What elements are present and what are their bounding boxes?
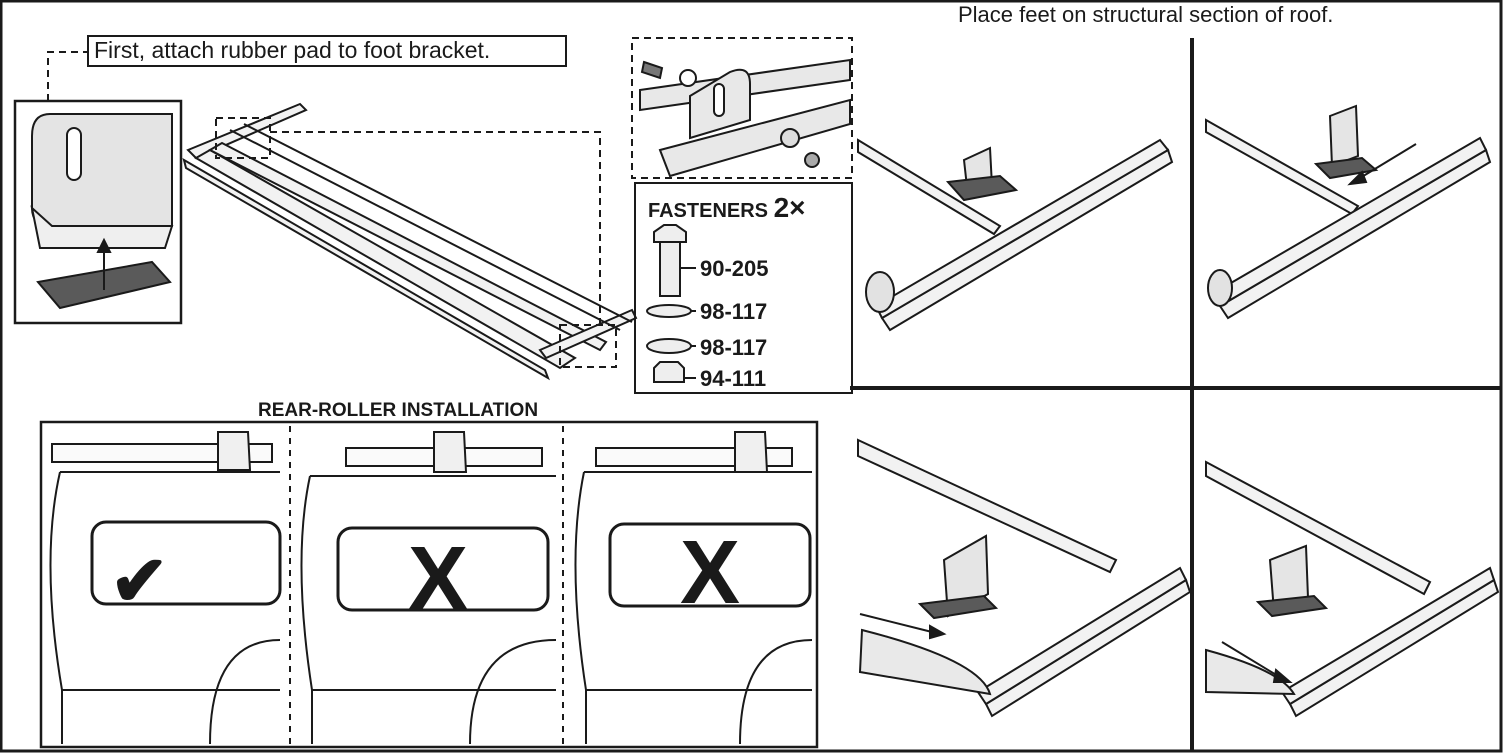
attach-leader-line xyxy=(47,51,88,101)
option-mark-wrong-2: X xyxy=(680,523,741,623)
foot-bracket-base xyxy=(30,205,174,249)
detail-zoom-art xyxy=(639,58,851,178)
detail-leader-line xyxy=(270,131,601,325)
detail-callout-bottom xyxy=(559,324,617,368)
foot-bracket-slot xyxy=(66,127,82,181)
rear-roller-frame xyxy=(39,420,819,749)
bolt-icon xyxy=(653,224,687,297)
roof-rack-frame xyxy=(182,102,638,381)
detail-zoom-frame xyxy=(631,37,853,179)
top-caption: Place feet on structural section of roof… xyxy=(958,2,1334,27)
quadrant-2-assembly xyxy=(1205,104,1492,320)
fasteners-box xyxy=(634,182,853,394)
attach-pad-caption: First, attach rubber pad to foot bracket… xyxy=(94,37,491,63)
fasteners-heading: FASTENERS 2× xyxy=(648,192,806,224)
option-mark-correct: ✔ xyxy=(110,542,169,620)
washer-icon-2 xyxy=(646,338,692,354)
washer-icon-1 xyxy=(646,304,692,318)
part-number-washer-1: 98-117 xyxy=(700,299,768,324)
quadrant-1-assembly xyxy=(857,138,1174,332)
attach-caption-box xyxy=(87,35,567,67)
nut-icon xyxy=(653,361,685,383)
van-option-2 xyxy=(300,431,557,745)
fasteners-title: FASTENERS xyxy=(648,200,769,222)
quadrant-4-assembly xyxy=(1205,460,1500,718)
part-number-washer-2: 98-117 xyxy=(700,335,768,360)
part-number-nut: 94-111 xyxy=(700,366,767,391)
foot-bracket-upright xyxy=(31,113,173,227)
fasteners-multiplier: 2× xyxy=(773,192,806,223)
van-option-3 xyxy=(574,431,813,745)
detail-callout-top xyxy=(215,117,271,159)
quadrant-3-assembly xyxy=(857,438,1192,718)
van-option-1 xyxy=(49,431,282,745)
rear-roller-title: REAR-ROLLER INSTALLATION xyxy=(258,400,539,421)
part-number-bolt: 90-205 xyxy=(700,256,769,281)
up-arrow-head xyxy=(96,237,112,253)
rubber-pad-inset-frame xyxy=(13,99,183,325)
option-mark-wrong-1: X xyxy=(408,529,469,629)
